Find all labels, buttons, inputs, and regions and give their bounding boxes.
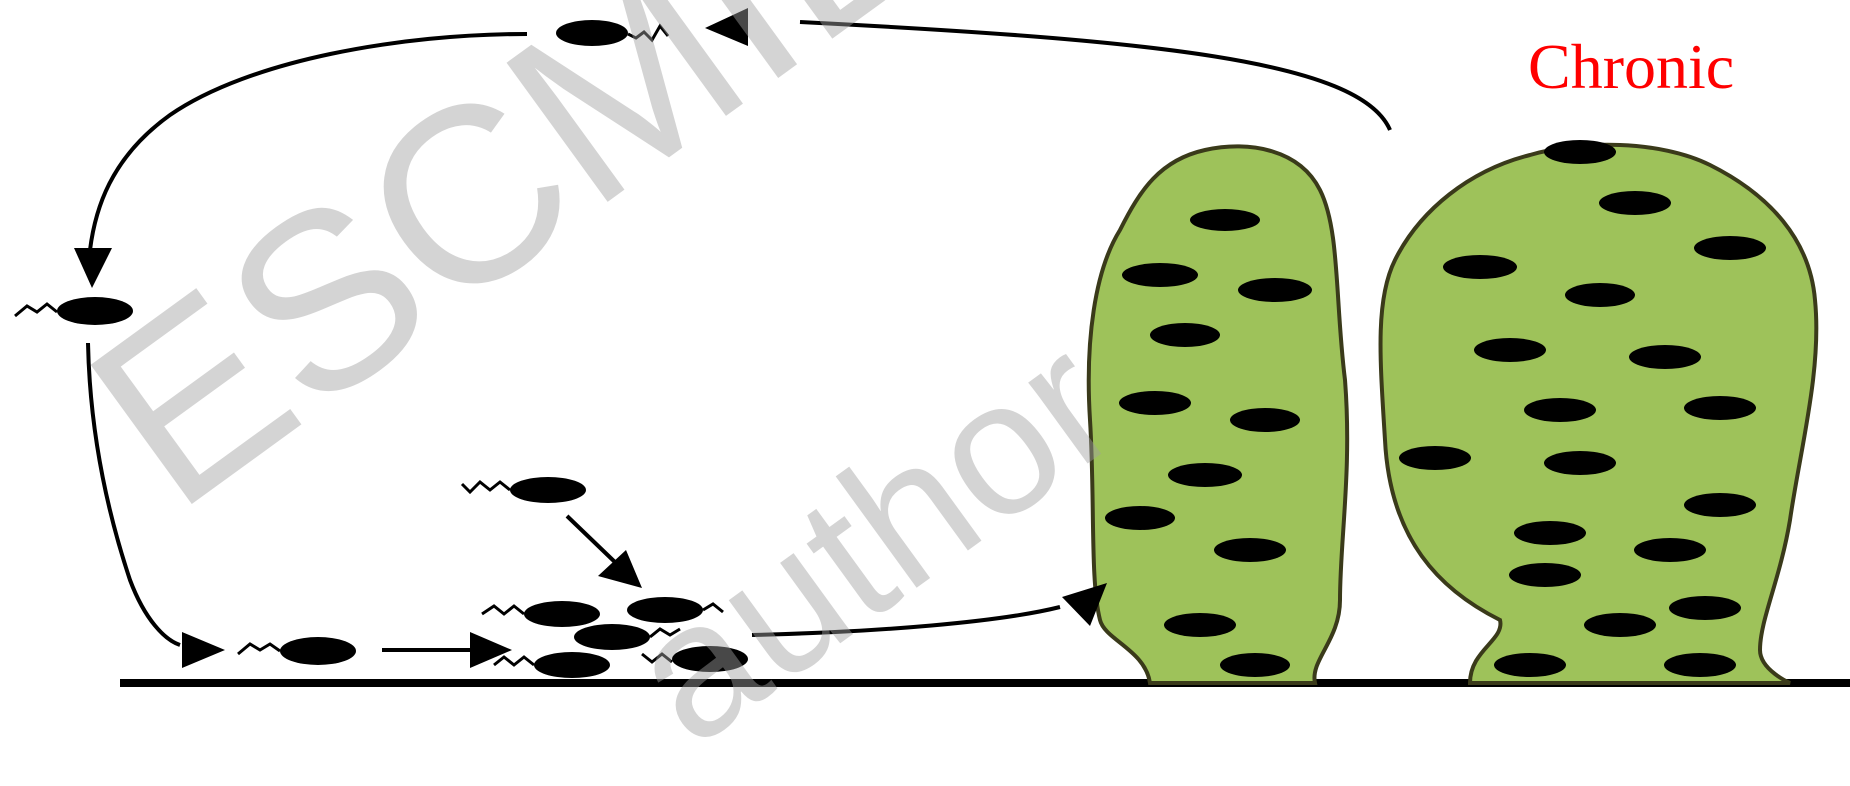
- bacterium: [1544, 451, 1616, 475]
- bacterium: [510, 477, 586, 503]
- bacterium: [1544, 140, 1616, 164]
- bacterium: [1514, 521, 1586, 545]
- bacterium: [1565, 283, 1635, 307]
- bacterium: [1494, 653, 1566, 677]
- return-arrow-left-lower: [88, 343, 180, 645]
- bacterium: [1150, 323, 1220, 347]
- bacterium: [574, 624, 650, 650]
- bacterium: [1168, 463, 1242, 487]
- bacterium: [1524, 398, 1596, 422]
- bacterium: [1190, 209, 1260, 231]
- bacterium: [1122, 263, 1198, 287]
- chronic-label: Chronic: [1528, 30, 1734, 104]
- flagellum: [238, 644, 280, 654]
- bacterium: [1474, 338, 1546, 362]
- flagellum: [482, 606, 524, 614]
- arrowhead: [182, 632, 225, 668]
- bacterium: [1664, 653, 1736, 677]
- bacterium: [1230, 408, 1300, 432]
- bacterium: [1584, 613, 1656, 637]
- bacterium: [1694, 236, 1766, 260]
- bacterium: [1684, 493, 1756, 517]
- bacterium: [1399, 446, 1471, 470]
- incoming-bacterium: [462, 477, 586, 503]
- bacterium: [1629, 345, 1701, 369]
- bacterium: [556, 20, 628, 46]
- flagellum: [15, 304, 57, 316]
- bacterium: [1105, 506, 1175, 530]
- arrowhead: [598, 550, 642, 588]
- planktonic-bacterium-left: [15, 297, 133, 325]
- arrowhead: [74, 248, 112, 288]
- bacterium: [1669, 596, 1741, 620]
- bacterium: [1164, 613, 1236, 637]
- attached-bacterium: [238, 637, 356, 665]
- bacterium: [1220, 653, 1290, 677]
- flagellum: [494, 657, 534, 665]
- flagellum: [703, 604, 723, 612]
- flagellum: [650, 629, 680, 637]
- bacterial-aggregate: [482, 597, 748, 678]
- bacterium: [1238, 278, 1312, 302]
- arrow-cluster-to-biofilm: [752, 607, 1060, 635]
- arrowhead: [705, 8, 748, 46]
- arrow-diagonal-into-cluster: [567, 516, 618, 565]
- return-arrow-left-upper: [90, 34, 527, 250]
- bacterium: [1684, 396, 1756, 420]
- flagellum: [462, 482, 510, 492]
- bacterium: [57, 297, 133, 325]
- bacterium: [1214, 538, 1286, 562]
- bacterium: [1443, 255, 1517, 279]
- bacterium: [1119, 391, 1191, 415]
- bacterium: [1509, 563, 1581, 587]
- bacterium: [534, 652, 610, 678]
- bacterium: [672, 646, 748, 672]
- flagellum: [628, 26, 668, 40]
- bacterium: [524, 601, 600, 627]
- bacterium: [627, 597, 703, 623]
- dispersal-arrow-top: [800, 22, 1390, 130]
- planktonic-bacterium-top: [556, 20, 668, 46]
- bacterium: [1634, 538, 1706, 562]
- arrowhead: [470, 632, 512, 668]
- flagellum: [642, 654, 672, 662]
- bacterium: [1599, 191, 1671, 215]
- bacterium: [280, 637, 356, 665]
